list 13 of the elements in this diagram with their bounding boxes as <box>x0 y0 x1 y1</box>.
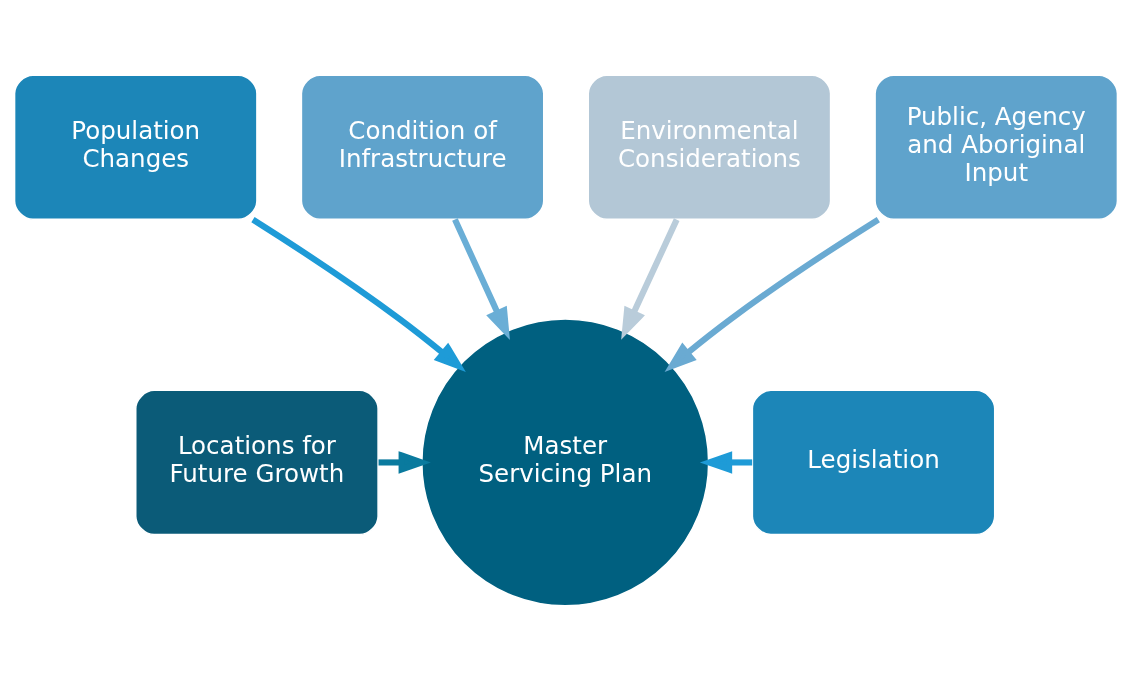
node-box: Locations for Future Growth <box>134 389 379 536</box>
node-circle: Master Servicing Plan <box>421 318 710 607</box>
arrow <box>452 218 510 340</box>
arrow <box>378 451 431 474</box>
node-box: Environmental Considerations <box>587 74 832 221</box>
arrow <box>699 451 753 474</box>
node-box: Condition of Infrastructure <box>300 74 545 221</box>
node-box: Legislation <box>751 389 996 536</box>
node-box: Public, Agency and Aboriginal Input <box>874 74 1119 221</box>
node-box: Population Changes <box>13 74 258 221</box>
arrow <box>664 216 880 372</box>
arrow <box>251 217 466 372</box>
arrow <box>621 218 680 340</box>
